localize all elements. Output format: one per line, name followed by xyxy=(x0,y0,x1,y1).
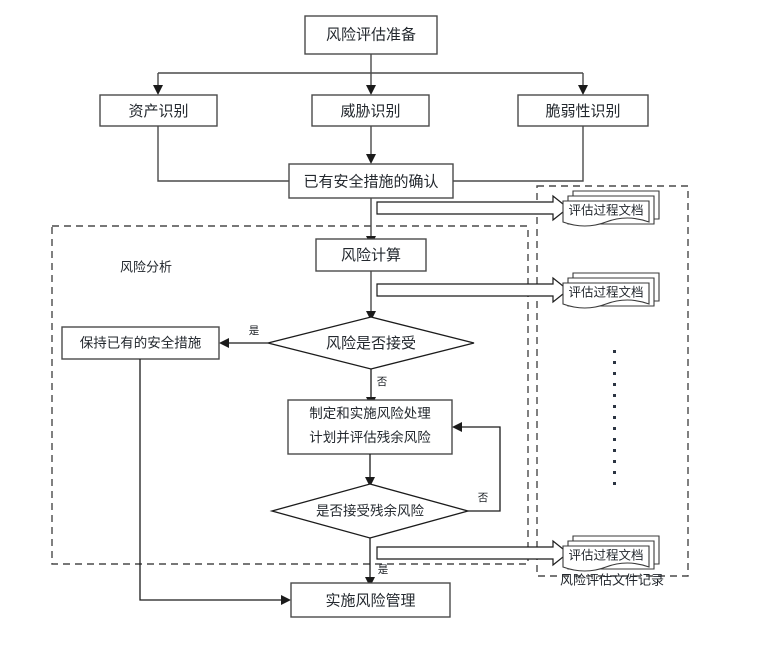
document-stack-1[interactable]: 评估过程文档 xyxy=(562,190,660,227)
node-vulnerability-identification-label: 脆弱性识别 xyxy=(545,102,620,120)
node-risk-calculation[interactable] xyxy=(315,238,427,272)
node-risk-treatment-plan-label-line1: 制定和实施风险处理 xyxy=(309,406,431,422)
document-stack-1-label: 评估过程文档 xyxy=(568,203,643,218)
group-risk-analysis-label: 风险分析 xyxy=(120,261,172,276)
node-existing-controls-confirmation-label: 已有安全措施的确认 xyxy=(303,173,438,191)
block-arrow-to-document-2 xyxy=(376,276,569,304)
group-records-label: 风险评估文件记录 xyxy=(560,574,664,589)
block-arrow-to-document-1 xyxy=(376,194,569,222)
node-keep-existing-controls-label: 保持已有的安全措施 xyxy=(80,335,202,352)
edge-label-yes-1: 是 xyxy=(249,325,260,337)
group-records xyxy=(536,185,689,577)
node-risk-calculation-label: 风险计算 xyxy=(341,246,401,264)
document-stack-3[interactable]: 评估过程文档 xyxy=(562,535,660,572)
arrowhead-treatment-loop xyxy=(452,422,462,432)
arrowhead-threat xyxy=(366,85,376,95)
arrowhead-manage xyxy=(365,577,375,587)
block-arrow-to-document-3 xyxy=(376,539,569,567)
node-threat-identification-label: 威胁识别 xyxy=(340,102,400,120)
document-stack-2-label: 评估过程文档 xyxy=(568,285,643,300)
edge-label-yes-2: 是 xyxy=(378,564,389,576)
edge-label-no-1: 否 xyxy=(377,376,388,388)
node-decision-risk-acceptable-label: 风险是否接受 xyxy=(326,334,416,352)
edge-vuln-to-existing xyxy=(453,126,584,182)
node-risk-assessment-preparation-label: 风险评估准备 xyxy=(326,26,416,44)
group-risk-analysis xyxy=(51,225,529,565)
arrowhead-manage-left xyxy=(281,595,291,605)
edge-asset-to-existing xyxy=(157,126,289,182)
arrowhead-asset xyxy=(153,85,163,95)
edge-label-no-2: 否 xyxy=(478,492,489,504)
node-asset-identification-label: 资产识别 xyxy=(128,102,188,120)
node-risk-treatment-plan-label-line2: 计划并评估残余风险 xyxy=(309,429,431,446)
node-asset-identification[interactable] xyxy=(99,94,218,127)
node-implement-risk-management-label: 实施风险管理 xyxy=(325,592,415,610)
arrowhead-keep-controls xyxy=(219,338,229,348)
node-risk-assessment-preparation[interactable] xyxy=(304,15,438,55)
edge-decision2-no-loop xyxy=(461,426,501,512)
arrowhead-decision1 xyxy=(366,311,376,321)
node-implement-risk-management[interactable] xyxy=(290,582,451,618)
arrowhead-decision2 xyxy=(365,477,375,487)
vertical-ellipsis xyxy=(613,350,616,485)
document-stack-3-label: 评估过程文档 xyxy=(568,548,643,563)
arrowhead-vuln xyxy=(578,85,588,95)
edge-keep-to-manage xyxy=(139,359,282,601)
node-existing-controls-confirmation[interactable] xyxy=(288,163,454,199)
node-decision-residual-risk-label: 是否接受残余风险 xyxy=(316,503,424,520)
node-keep-existing-controls[interactable] xyxy=(61,326,220,360)
arrowhead-existing xyxy=(366,154,376,164)
document-stack-2[interactable]: 评估过程文档 xyxy=(562,272,660,309)
